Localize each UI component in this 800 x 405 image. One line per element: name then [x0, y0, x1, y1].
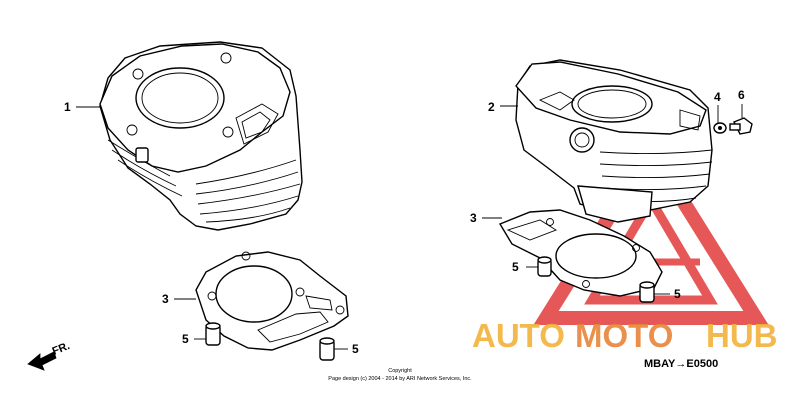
dowel-pin-rear-right [639, 281, 655, 303]
bolt [729, 117, 753, 135]
callout-5-front-right: 5 [352, 342, 359, 356]
front-direction-marker: FR. [27, 340, 72, 371]
callout-5-rear-left: 5 [512, 260, 519, 274]
callout-3-front: 3 [162, 292, 169, 306]
washer [713, 122, 727, 134]
rear-cylinder [515, 59, 713, 223]
dowel-pin-front-left [205, 322, 221, 346]
callout-3-rear: 3 [470, 211, 477, 225]
callout-4: 4 [714, 90, 721, 104]
callout-6: 6 [738, 88, 745, 102]
leader-lines [76, 104, 743, 350]
front-arrow-icon [27, 351, 57, 371]
dowel-pin-front-right [319, 337, 335, 361]
diagram-code: MBAY→E0500 [644, 358, 718, 370]
watermark-text-hub: HUB [706, 317, 778, 354]
front-gasket [195, 251, 349, 351]
callout-1: 1 [64, 100, 71, 114]
watermark-text-auto: AUTO [472, 317, 565, 354]
callout-2: 2 [488, 100, 495, 114]
front-direction-label: FR. [51, 340, 72, 358]
callout-5-rear-right: 5 [674, 287, 681, 301]
watermark-text-moto: MOTO [575, 317, 673, 354]
callout-5-front-left: 5 [182, 332, 189, 346]
footer-credit: Page design (c) 2004 - 2014 by ARI Netwo… [328, 376, 472, 382]
front-cylinder [99, 41, 303, 231]
footer-copyright: Copyright [388, 368, 412, 374]
dowel-pin-rear-left [537, 256, 552, 277]
